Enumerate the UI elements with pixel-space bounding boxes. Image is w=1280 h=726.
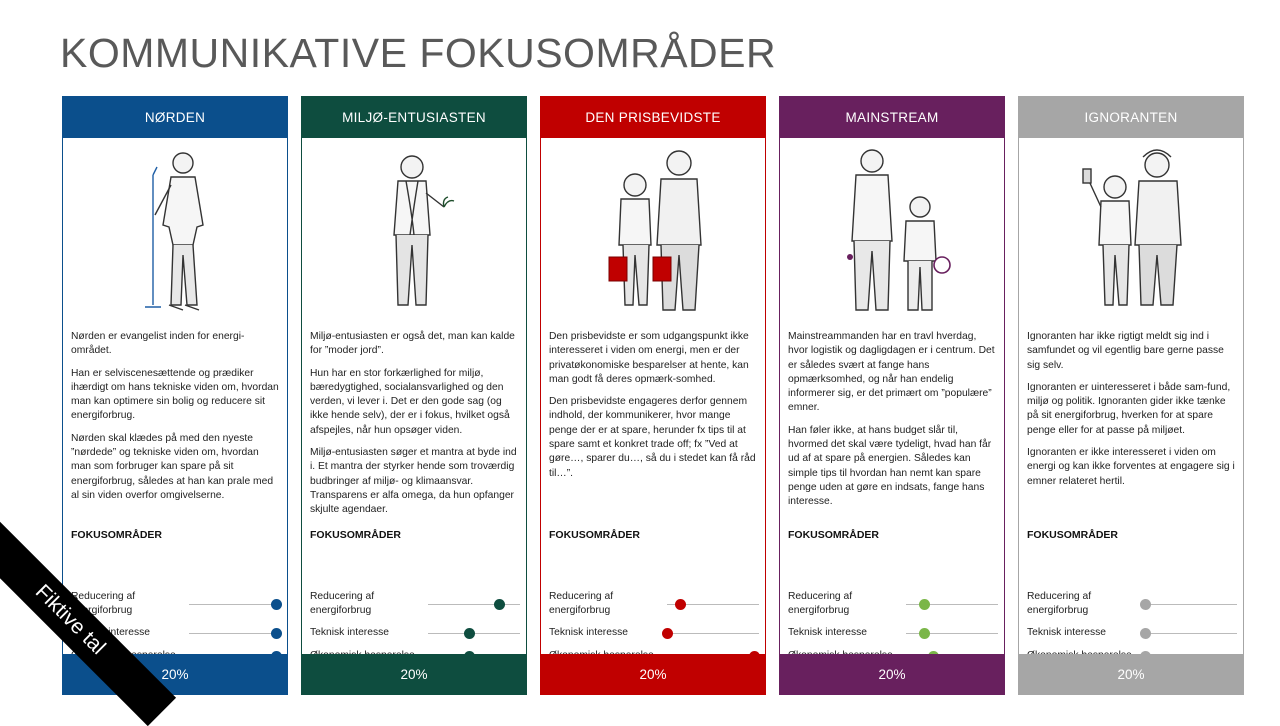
persona-card-header: IGNORANTEN [1019,97,1243,138]
focus-level-dot [270,627,282,639]
focus-scale-line [428,604,520,605]
page-title: KOMMUNIKATIVE FOKUSOMRÅDER [60,30,777,76]
focus-areas-heading: FOKUSOMRÅDER [1027,529,1118,541]
persona-description: Den prisbevidste er som udgangspunkt ikk… [549,330,757,489]
description-paragraph: Han føler ikke, at hans budget slår til,… [788,424,992,508]
persona-name: NØRDEN [144,110,206,125]
focus-area-label: Teknisk interesse [1027,627,1106,638]
persona-description: Nørden er evangelist inden for energi-om… [71,330,279,511]
focus-level-dot [1139,627,1151,639]
description-paragraph: Mainstreammanden har en travl hverdag, h… [788,331,995,414]
description-paragraph: Han er selviscenesættende og prædiker ih… [71,367,279,422]
focus-scale-line [906,604,998,605]
persona-share-percent: 20% [639,666,667,682]
focus-area-label: Reducering af energiforbrug [71,591,136,616]
focus-level-dot [463,627,475,639]
description-paragraph: Ignoranten har ikke rigtigt meldt sig in… [1027,331,1224,371]
focus-areas-heading: FOKUSOMRÅDER [549,529,640,541]
description-paragraph: Miljø-entusiasten søger et mantra at byd… [310,447,517,516]
persona-description: Miljø-entusiasten er også det, man kan k… [310,330,518,526]
focus-area-label: Reducering af energiforbrug [1027,591,1092,616]
description-paragraph: Ignoranten er uinteresseret i både sam-f… [1027,381,1231,436]
persona-share-footer: 20% [780,654,1004,694]
environmentalist-figure-illustration [302,145,526,320]
focus-level-dot [1139,598,1151,610]
persona-card-header: MILJØ-ENTUSIASTEN [302,97,526,138]
focus-area-label: Teknisk interesse [788,627,867,638]
focus-scale-line [189,604,281,605]
focus-area-label: Reducering af energiforbrug [549,591,614,616]
focus-areas-heading: FOKUSOMRÅDER [71,529,162,541]
focus-level-dot [918,627,930,639]
persona-card-header: DEN PRISBEVIDSTE [541,97,765,138]
persona-card-header: NØRDEN [63,97,287,138]
persona-card: MILJØ-ENTUSIASTEN Miljø-entusiasten er o… [301,96,527,695]
focus-areas-heading: FOKUSOMRÅDER [310,529,401,541]
focus-scale-line [667,633,759,634]
persona-share-footer: 20% [541,654,765,694]
description-paragraph: Den prisbevidste engageres derfor gennem… [549,396,756,479]
persona-card: DEN PRISBEVIDSTE Den prisbevidste er som… [540,96,766,695]
focus-area-label: Teknisk interesse [310,627,389,638]
persona-share-percent: 20% [878,666,906,682]
mainstream-father-son-illustration [780,145,1004,320]
persona-share-footer: 20% [1019,654,1243,694]
persona-share-percent: 20% [161,666,189,682]
persona-share-footer: 20% [302,654,526,694]
focus-level-dot [270,598,282,610]
description-paragraph: Miljø-entusiasten er også det, man kan k… [310,331,515,357]
persona-description: Ignoranten har ikke rigtigt meldt sig in… [1027,330,1235,497]
focus-scale-line [906,633,998,634]
focus-level-dot [675,598,687,610]
nerd-figure-illustration [63,145,287,320]
focus-level-dot [494,598,506,610]
persona-description: Mainstreammanden har en travl hverdag, h… [788,330,996,518]
price-conscious-couple-illustration [541,145,765,320]
focus-scale-line [667,604,759,605]
description-paragraph: Nørden skal klædes på med den nyeste ”nø… [71,432,274,501]
persona-name: IGNORANTEN [1084,110,1178,125]
persona-share-percent: 20% [400,666,428,682]
persona-card: MAINSTREAM Mainstreammanden har en travl… [779,96,1005,695]
persona-card: NØRDEN Nørden er evangelist inden for en… [62,96,288,695]
persona-card: IGNORANTEN Ignoranten har ikke rigtigt m… [1018,96,1244,695]
focus-level-dot [918,598,930,610]
focus-area-label: Reducering af energiforbrug [788,591,853,616]
focus-scale-line [1145,604,1237,605]
persona-share-percent: 20% [1117,666,1145,682]
focus-area-label: Reducering af energiforbrug [310,591,375,616]
focus-scale-line [1145,633,1237,634]
focus-area-label: Teknisk interesse [549,627,628,638]
description-paragraph: Hun har en stor forkærlighed for miljø, … [310,367,510,436]
persona-card-header: MAINSTREAM [780,97,1004,138]
ignorant-teens-illustration [1019,145,1243,320]
persona-name: MILJØ-ENTUSIASTEN [342,110,486,125]
focus-scale-line [189,633,281,634]
persona-name: MAINSTREAM [845,110,939,125]
description-paragraph: Ignoranten er ikke interesseret i viden … [1027,447,1235,487]
description-paragraph: Den prisbevidste er som udgangspunkt ikk… [549,331,749,385]
persona-name: DEN PRISBEVIDSTE [585,110,721,125]
focus-areas-heading: FOKUSOMRÅDER [788,529,879,541]
focus-level-dot [661,627,673,639]
description-paragraph: Nørden er evangelist inden for energi-om… [71,331,245,357]
